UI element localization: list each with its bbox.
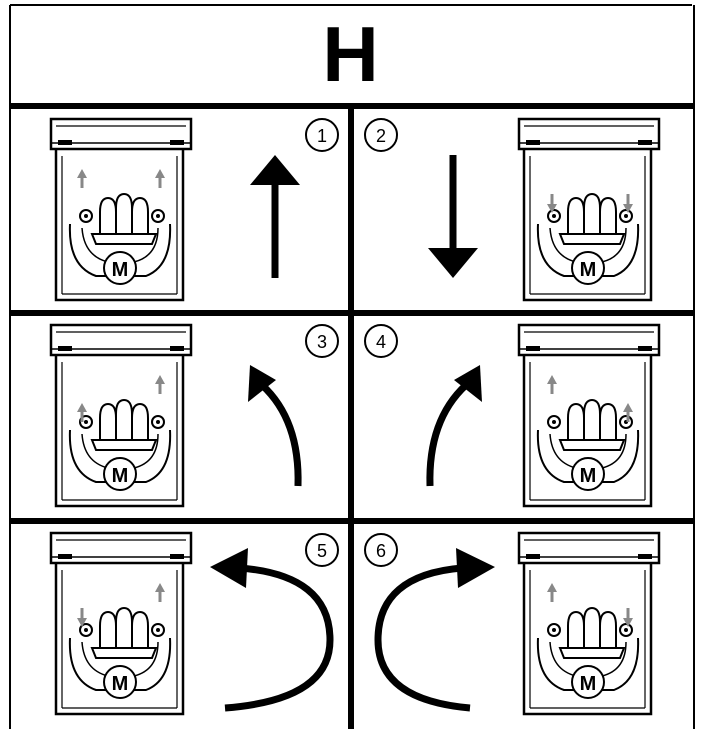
- step-4-number-badge: 4: [364, 324, 398, 358]
- svg-text:2: 2: [376, 126, 386, 146]
- step-6-machine: [517, 531, 661, 716]
- svg-text:1: 1: [317, 126, 327, 146]
- step-3-number-badge: 3: [305, 324, 339, 358]
- step-1-forward-arrow: [250, 155, 300, 278]
- step-4-turn-right-arrow: [426, 365, 482, 487]
- step-5-machine: [49, 531, 193, 716]
- step-1-number-badge: 1: [305, 118, 339, 152]
- step-2-backward-arrow: [428, 155, 478, 278]
- svg-text:3: 3: [317, 332, 327, 352]
- step-5-spin-left-arrow: [210, 548, 334, 712]
- step-6-number-badge: 6: [364, 533, 398, 567]
- step-1-machine: [49, 117, 193, 302]
- step-6-spin-right-arrow: [374, 548, 495, 712]
- step-5-number-badge: 5: [305, 533, 339, 567]
- step-3-machine: [49, 323, 193, 508]
- step-2-number-badge: 2: [364, 118, 398, 152]
- step-4-machine: [517, 323, 661, 508]
- step-3-turn-left-arrow: [248, 365, 302, 487]
- step-2-machine: [517, 117, 661, 302]
- svg-text:5: 5: [317, 541, 327, 561]
- svg-text:4: 4: [376, 332, 386, 352]
- diagram-title: H: [322, 9, 380, 98]
- svg-text:6: 6: [376, 541, 386, 561]
